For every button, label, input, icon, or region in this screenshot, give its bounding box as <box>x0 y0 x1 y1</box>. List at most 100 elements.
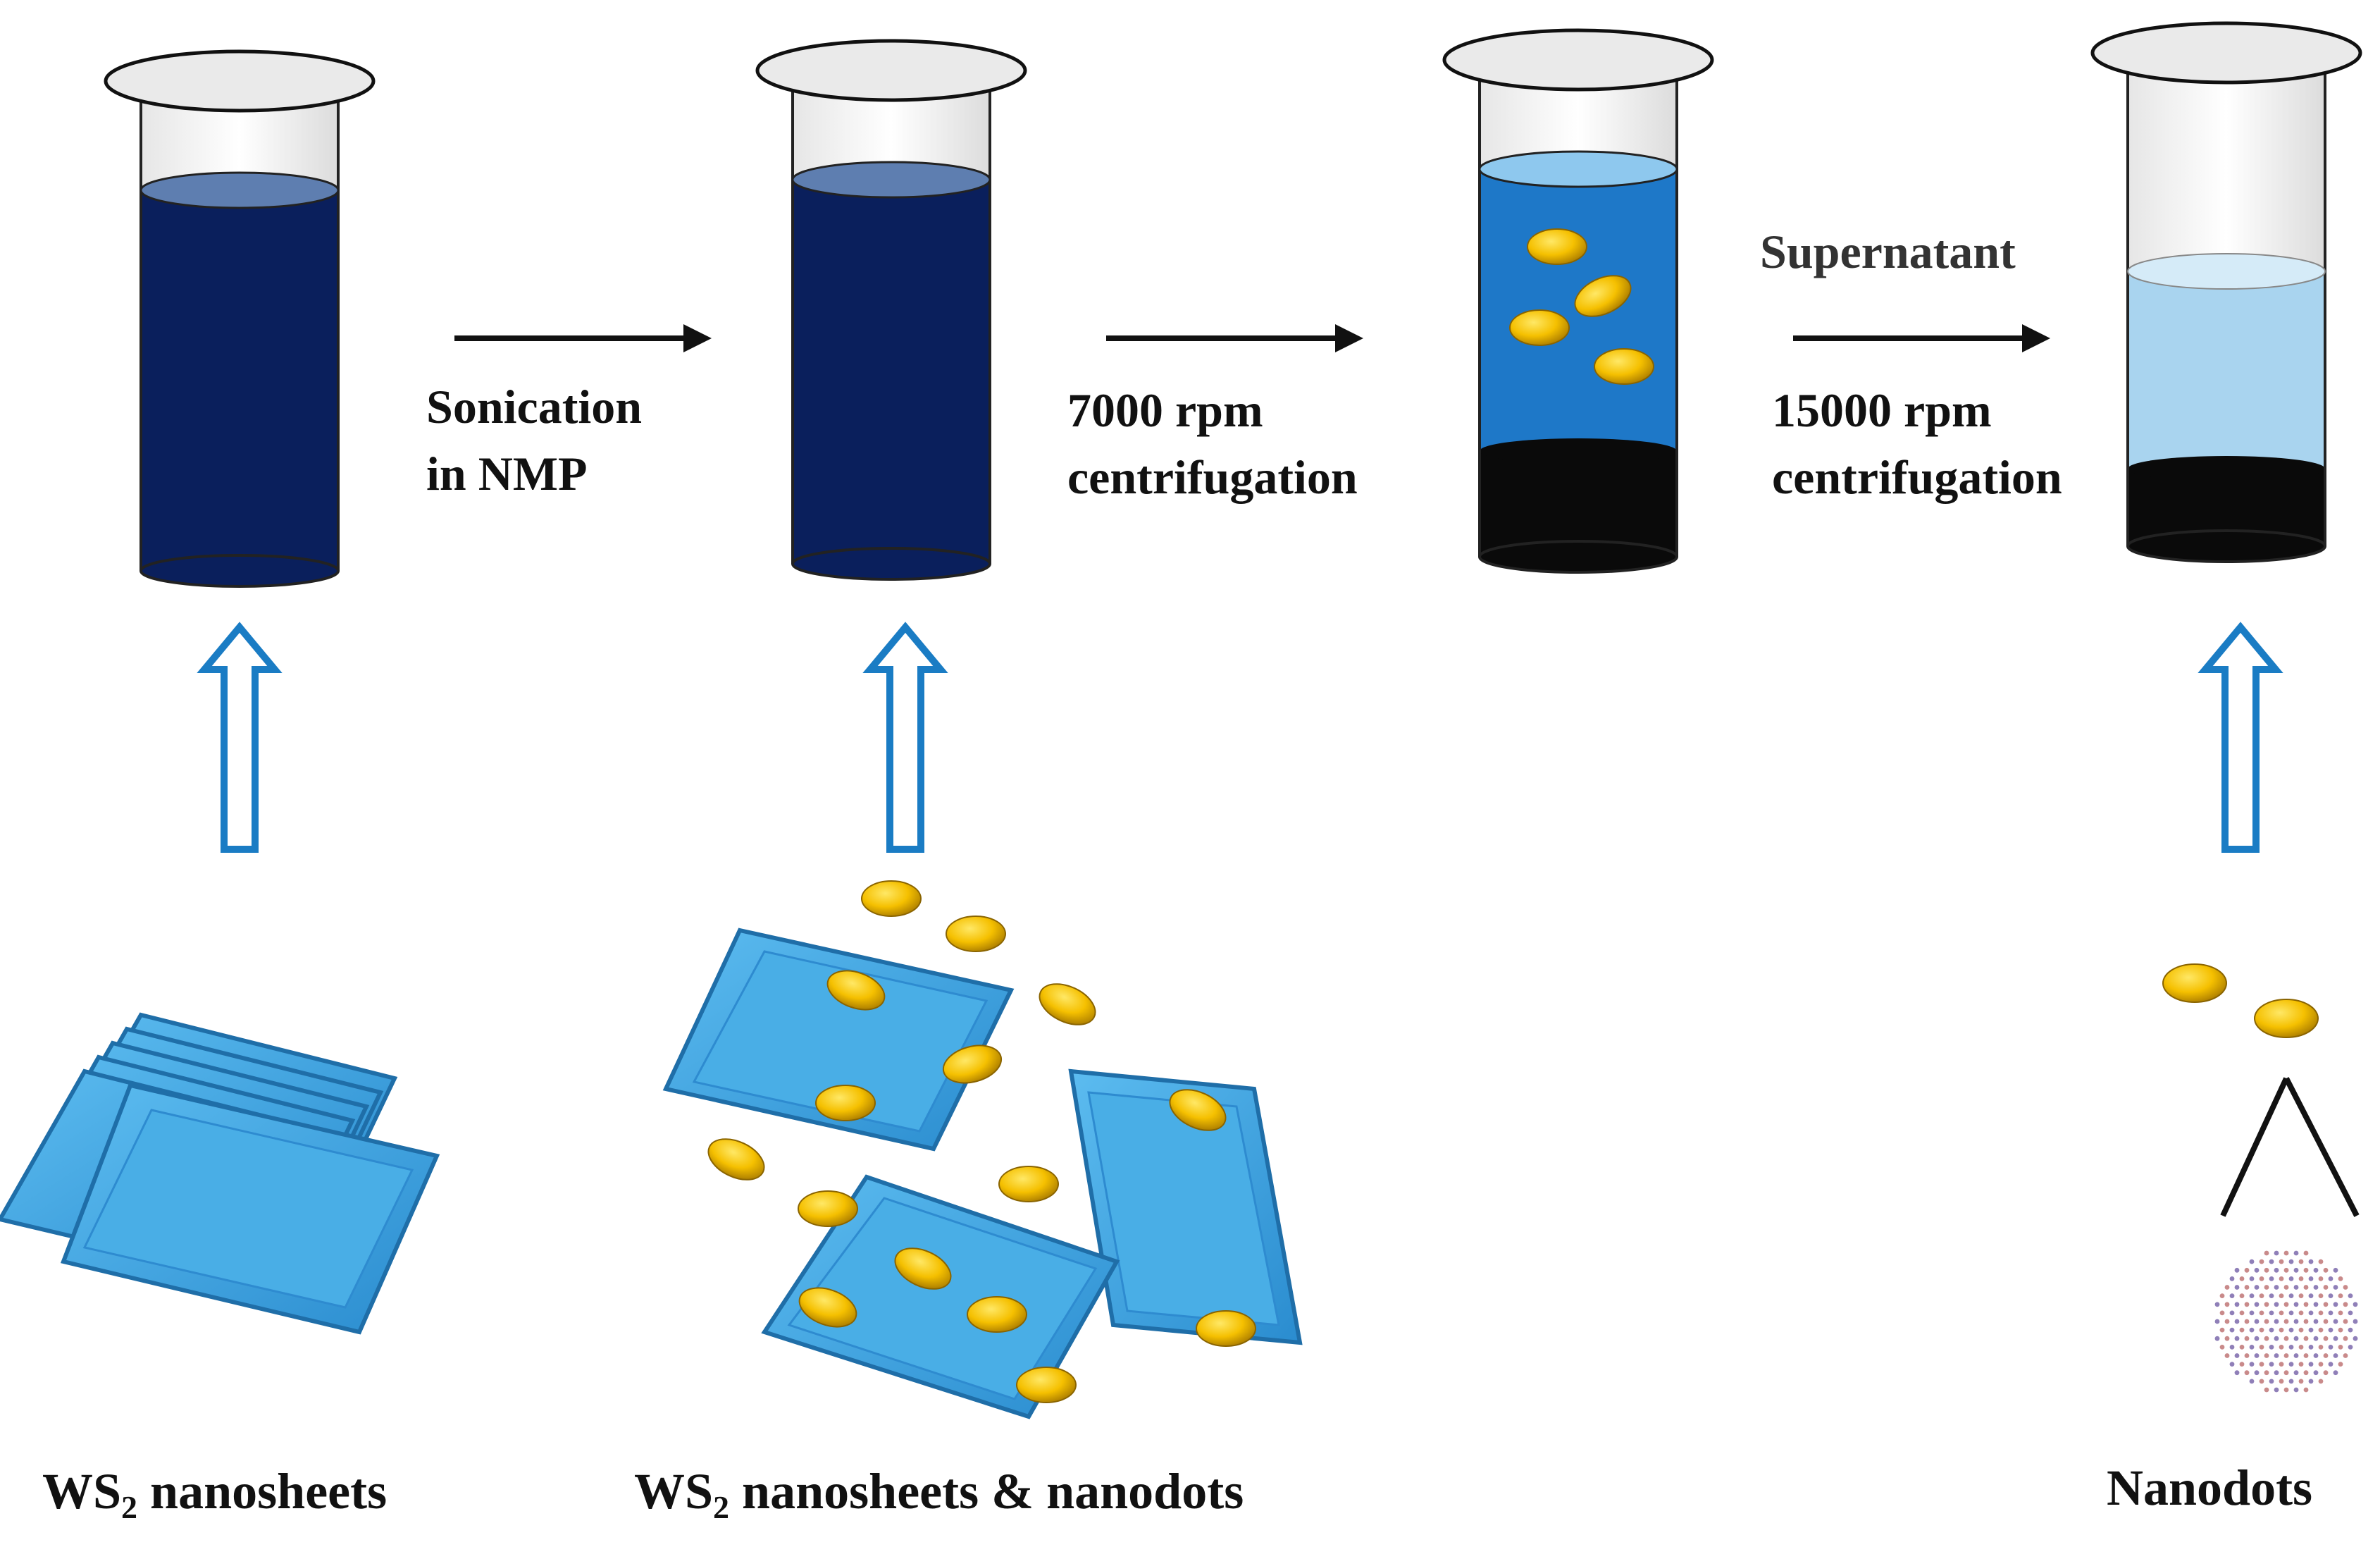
lattice-atom <box>2259 1310 2264 1316</box>
lattice-atom <box>2293 1336 2299 1341</box>
lattice-atom <box>2249 1293 2255 1298</box>
lattice-atom <box>2224 1353 2230 1358</box>
lattice-atom <box>2308 1259 2314 1264</box>
lattice-atom <box>2338 1293 2343 1298</box>
lattice-atom <box>2234 1353 2240 1358</box>
lattice-atom <box>2333 1267 2338 1273</box>
lattice-atom <box>2274 1302 2279 1307</box>
lattice-atom <box>2234 1302 2240 1307</box>
lattice-atom <box>2283 1319 2289 1324</box>
lattice-atom <box>2293 1267 2299 1273</box>
step3-label-top: Supernatant <box>1760 225 2016 278</box>
lattice-atom <box>2298 1345 2304 1350</box>
lattice-atom <box>2348 1293 2353 1298</box>
nanodot <box>2254 999 2319 1038</box>
lattice-atom <box>2288 1345 2294 1350</box>
lattice-atom <box>2224 1285 2230 1290</box>
lattice-atom <box>2338 1310 2343 1316</box>
lattice-atom <box>2274 1370 2279 1376</box>
lattice-atom <box>2219 1310 2225 1316</box>
lattice-atom <box>2323 1267 2329 1273</box>
lattice-atom <box>2283 1336 2289 1341</box>
step2-label-line1: 7000 rpm <box>1067 383 1263 437</box>
lattice-atom <box>2229 1345 2235 1350</box>
lattice-atom <box>2323 1353 2329 1358</box>
step3-label-line1: 15000 rpm <box>1772 383 1992 437</box>
lattice-atom <box>2348 1310 2353 1316</box>
lattice-atom <box>2279 1379 2284 1384</box>
lattice-atom <box>2338 1362 2343 1367</box>
lattice-atom <box>2308 1293 2314 1298</box>
lattice-atom <box>2323 1370 2329 1376</box>
nanodot <box>1169 1089 1227 1131</box>
lattice-atom <box>2244 1353 2250 1358</box>
lattice-atom <box>2279 1327 2284 1333</box>
lattice-atom <box>2279 1259 2284 1264</box>
lattice-atom <box>2254 1370 2260 1376</box>
nanodot <box>1594 348 1654 385</box>
lattice-atom <box>2214 1336 2220 1341</box>
step3-label-line2: centrifugation <box>1772 450 2062 504</box>
lattice-atom <box>2328 1345 2333 1350</box>
lattice-atom <box>2328 1310 2333 1316</box>
lattice-atom <box>2293 1353 2299 1358</box>
atomic-lattice <box>2214 1250 2358 1393</box>
lattice-atom <box>2214 1302 2220 1307</box>
lattice-atom <box>2264 1387 2269 1393</box>
lattice-atom <box>2249 1362 2255 1367</box>
lattice-atom <box>2288 1327 2294 1333</box>
lattice-atom <box>2348 1327 2353 1333</box>
lattice-atom <box>2234 1267 2240 1273</box>
lattice-atom <box>2283 1285 2289 1290</box>
lattice-atom <box>2264 1319 2269 1324</box>
lattice-atom <box>2288 1293 2294 1298</box>
lattice-atom <box>2308 1327 2314 1333</box>
lattice-atom <box>2234 1319 2240 1324</box>
lattice-atom <box>2269 1259 2274 1264</box>
lattice-atom <box>2249 1345 2255 1350</box>
lattice-atom <box>2303 1302 2309 1307</box>
lattice-atom <box>2229 1362 2235 1367</box>
lattice-atom <box>2254 1267 2260 1273</box>
mixed-sheets-and-dots <box>662 880 1303 1419</box>
lattice-atom <box>2239 1276 2245 1281</box>
lattice-atom <box>2229 1310 2235 1316</box>
nanodot <box>815 1085 876 1121</box>
lattice-atom <box>2288 1310 2294 1316</box>
lattice-atom <box>2328 1327 2333 1333</box>
up-arrow-1 <box>197 622 283 853</box>
lattice-atom <box>2239 1293 2245 1298</box>
lattice-atom <box>2313 1353 2319 1358</box>
lattice-atom <box>2224 1319 2230 1324</box>
lattice-atom <box>2229 1293 2235 1298</box>
lattice-atom <box>2323 1319 2329 1324</box>
lattice-atom <box>2333 1370 2338 1376</box>
nanodot <box>967 1296 1027 1333</box>
lattice-atom <box>2274 1285 2279 1290</box>
lattice-atom <box>2234 1370 2240 1376</box>
lattice-atom <box>2313 1285 2319 1290</box>
lattice-atom <box>2239 1362 2245 1367</box>
lattice-atom <box>2298 1362 2304 1367</box>
lattice-atom <box>2333 1302 2338 1307</box>
lattice-atom <box>2353 1336 2358 1341</box>
lattice-atom <box>2293 1319 2299 1324</box>
lattice-atom <box>2288 1379 2294 1384</box>
lattice-atom <box>2313 1302 2319 1307</box>
lattice-atom <box>2308 1310 2314 1316</box>
lattice-atom <box>2264 1336 2269 1341</box>
lattice-atom <box>2283 1250 2289 1256</box>
lattice-atom <box>2298 1310 2304 1316</box>
lattice-atom <box>2249 1259 2255 1264</box>
nanodot <box>707 1138 765 1181</box>
lattice-atom <box>2269 1310 2274 1316</box>
lattice-atom <box>2249 1310 2255 1316</box>
lattice-atom <box>2338 1345 2343 1350</box>
lattice-atom <box>2254 1336 2260 1341</box>
lattice-atom <box>2283 1353 2289 1358</box>
lattice-atom <box>2308 1379 2314 1384</box>
lattice-atom <box>2274 1250 2279 1256</box>
tube-sonicated-dispersion <box>755 39 1027 581</box>
lattice-atom <box>2259 1379 2264 1384</box>
lattice-atom <box>2249 1327 2255 1333</box>
